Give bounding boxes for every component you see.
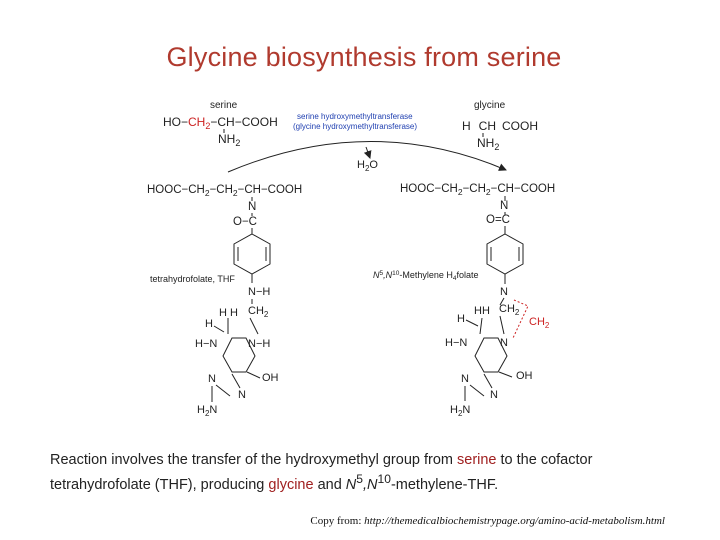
caption-n5: N [345, 476, 357, 493]
methylene-thf-bond [479, 317, 483, 335]
thf-bond [249, 317, 259, 335]
caption-n10: ,N [363, 476, 378, 493]
thf-n10-h: N−H [248, 286, 270, 298]
methylene-thf-h-h: HH [474, 305, 490, 317]
caption-text: -methylene-THF. [390, 476, 499, 493]
enzyme-alt-name: (glycine hydroxymethyltransferase) [293, 122, 417, 131]
caption-sup5: 5 [356, 472, 363, 486]
caption: Reaction involves the transfer of the hy… [50, 451, 690, 495]
methylene-thf-glutamate-chain: HOOC−CH2−CH2−CH−COOH [400, 183, 555, 197]
thf-n8-h: N−H [248, 338, 270, 350]
thf-carbonyl: O−C [233, 216, 257, 228]
serine-label: serine [210, 100, 238, 111]
caption-text: and [313, 476, 346, 493]
caption-glycine: glycine [268, 476, 314, 493]
thf-n1: N [238, 389, 246, 401]
methylene-thf-bond [498, 371, 513, 378]
methylene-thf-amide-n: N [500, 200, 508, 212]
caption-text: to the cofactor tetrahydrofolate (THF), … [50, 452, 593, 493]
caption-serine: serine [457, 452, 497, 468]
thf-h-left: H [205, 318, 213, 330]
thf-n3: N [208, 373, 216, 385]
thf-benzene-ring [233, 233, 271, 275]
water-arrow [363, 146, 372, 159]
thf-oh: OH [262, 372, 279, 384]
serine-ho: HO−CH2−CH−COOH [163, 115, 278, 131]
methylene-thf-pteridine-ring [474, 337, 508, 373]
thf-n5-h: H−N [195, 338, 217, 350]
glycine-nh2: NH2 [477, 136, 499, 152]
thf-glutamate-chain: HOOC−CH2−CH2−CH−COOH [147, 184, 302, 198]
serine-structure: serine HO−CH2−CH−COOH NH2 [163, 100, 278, 148]
thf-h-h: H H [219, 307, 238, 319]
methylene-thf-bond [499, 297, 505, 306]
water-label: H2O [357, 159, 378, 173]
serine-nh2: NH2 [218, 132, 240, 148]
thf-bond [246, 371, 261, 379]
caption-sup10: 10 [377, 472, 391, 486]
methylene-thf-bond [465, 319, 479, 327]
methylene-thf-h-left: H [457, 313, 465, 325]
source-prefix: Copy from: [310, 515, 365, 527]
methylene-bridge [512, 299, 529, 339]
methylene-thf-structure: HOOC−CH2−CH2−CH−COOH N O=C N5,N10-Methyl… [373, 183, 555, 418]
methylene-thf-bond [483, 373, 493, 389]
methylene-thf-n5: N [500, 337, 508, 349]
methylene-thf-n10: N [500, 286, 508, 298]
methylene-thf-name: N5,N10-Methylene H4folate [373, 270, 479, 282]
methylene-thf-bond [499, 315, 505, 335]
thf-structure: HOOC−CH2−CH2−CH−COOH N O−C tetrahydrofol… [147, 184, 302, 418]
methylene-thf-n1: N [490, 389, 498, 401]
source-url: http://themedicalbiochemistrypage.org/am… [364, 515, 665, 527]
thf-h2n: H2N [197, 404, 217, 418]
methylene-thf-n3: N [461, 373, 469, 385]
methylene-thf-ch2: CH2 [499, 303, 520, 317]
thf-name: tetrahydrofolate, THF [150, 274, 235, 284]
reaction-arrow [227, 141, 507, 173]
thf-amide-n: N [248, 201, 256, 213]
thf-ch2: CH2 [248, 305, 269, 319]
methylene-thf-carbonyl: O=C [486, 214, 510, 226]
methylene-bridge-ch2: CH2 [529, 316, 550, 330]
thf-bond [213, 325, 225, 333]
methylene-thf-benzene-ring [486, 233, 524, 275]
methylene-thf-oh: OH [516, 370, 533, 382]
source-note: Copy from: http://themedicalbiochemistry… [0, 515, 665, 527]
thf-bond [231, 373, 241, 389]
methylene-thf-n5-h: H−N [445, 337, 467, 349]
methylene-thf-bond [469, 384, 485, 397]
methylene-thf-h2n: H2N [450, 404, 470, 418]
enzyme-name: serine hydroxymethyltransferase [297, 112, 413, 121]
thf-pteridine-ring [222, 337, 256, 373]
slide-title: Glycine biosynthesis from serine [166, 42, 562, 72]
thf-bond [215, 384, 231, 397]
glycine-label: glycine [474, 100, 506, 111]
caption-text: Reaction involves the transfer of the hy… [50, 452, 457, 468]
